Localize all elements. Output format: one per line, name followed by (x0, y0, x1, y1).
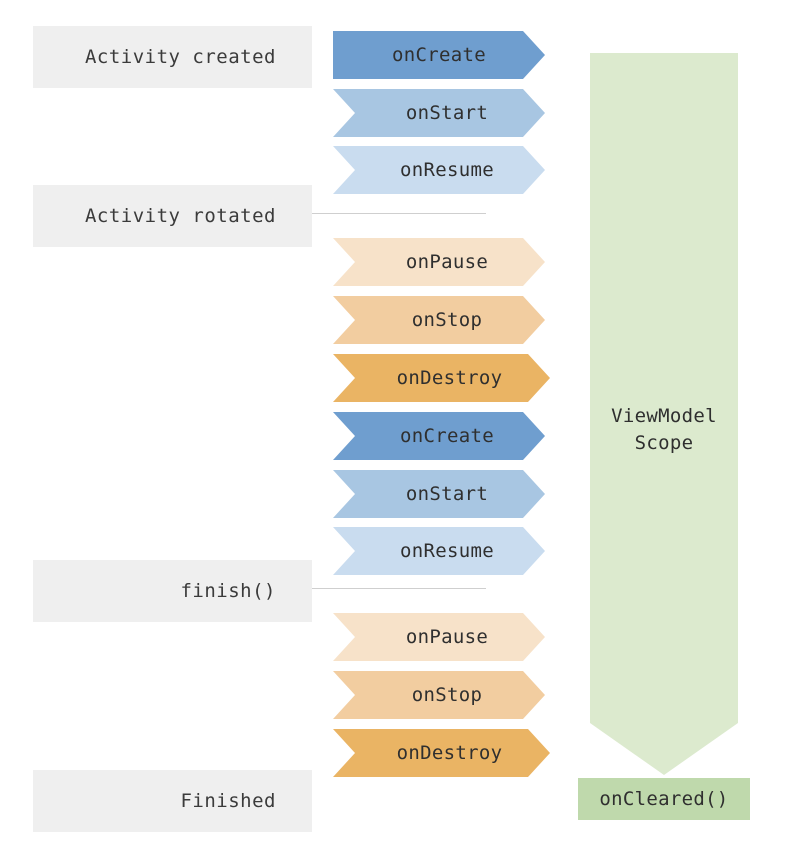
event-label-finished: Finished (33, 770, 312, 832)
lifecycle-step-on-resume-1: onResume (333, 146, 545, 194)
event-label-finish: finish() (33, 560, 312, 622)
event-label-activity-created: Activity created (33, 26, 312, 88)
lifecycle-step-on-destroy-1: onDestroy (333, 354, 550, 402)
lifecycle-step-on-pause-2: onPause (333, 613, 545, 661)
viewmodel-scope-bar (590, 53, 738, 775)
connector-line-activity-rotated (312, 213, 486, 214)
lifecycle-step-on-resume-2: onResume (333, 527, 545, 575)
viewmodel-scope-line-2: Scope (634, 432, 694, 454)
lifecycle-step-on-start-2: onStart (333, 470, 545, 518)
viewmodel-scope-line-1: ViewModel (611, 405, 717, 427)
event-label-activity-rotated: Activity rotated (33, 185, 312, 247)
lifecycle-step-on-stop-2: onStop (333, 671, 545, 719)
lifecycle-step-on-destroy-2: onDestroy (333, 729, 550, 777)
on-cleared-box: onCleared() (578, 778, 750, 820)
lifecycle-step-on-stop-1: onStop (333, 296, 545, 344)
viewmodel-scope-label: ViewModel Scope (590, 403, 738, 457)
connector-line-finish (312, 588, 486, 589)
lifecycle-step-on-create-1: onCreate (333, 31, 545, 79)
lifecycle-step-on-pause-1: onPause (333, 238, 545, 286)
lifecycle-step-on-start-1: onStart (333, 89, 545, 137)
lifecycle-step-on-create-2: onCreate (333, 412, 545, 460)
